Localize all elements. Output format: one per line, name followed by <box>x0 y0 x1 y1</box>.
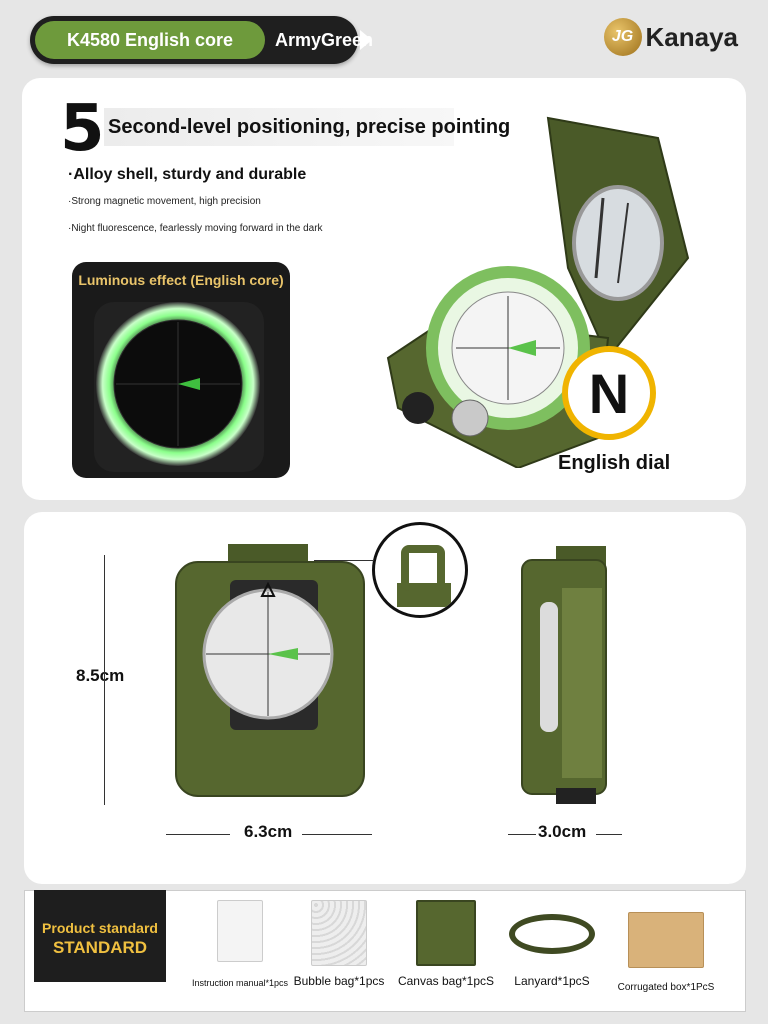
package-item-label: Instruction manual*1pcs <box>192 978 289 988</box>
compass-side-photo <box>521 546 607 804</box>
height-measure-line <box>104 555 105 805</box>
height-dimension: 8.5cm <box>76 666 125 685</box>
package-item: Corrugated box*1PcS <box>612 900 720 993</box>
dial-caption: English dial <box>558 452 671 474</box>
width-dimension: 6.3cm <box>244 822 293 841</box>
feature-number: 5 <box>60 92 105 166</box>
package-item-label: Corrugated box*1PcS <box>617 982 715 993</box>
luminous-photo: Luminous effect (English core) <box>72 262 290 478</box>
depth-dimension: 3.0cm <box>538 822 587 841</box>
brand-mark-icon: JG <box>603 18 642 56</box>
width-measure-line <box>302 834 372 835</box>
package-item: Lanyard*1pcS <box>504 900 600 988</box>
compass-open-photo <box>386 116 690 468</box>
depth-measure-line <box>596 834 622 835</box>
luminous-caption: Luminous effect (English core) <box>78 272 284 288</box>
depth-measure-line <box>508 834 536 835</box>
compass-front-photo <box>175 544 365 797</box>
feature-card: 5 Second-level positioning, precise poin… <box>22 78 746 500</box>
package-item-label: Canvas bag*1pcS <box>397 974 495 988</box>
package-item: Bubble bag*1pcs <box>292 900 386 988</box>
product-variant-selector[interactable]: K4580 English core ArmyGreen <box>30 16 373 64</box>
product-standard-badge: Product standard STANDARD <box>34 890 166 982</box>
glowing-dial-icon <box>94 302 264 472</box>
dial-letter-badge: N <box>562 346 656 440</box>
brand-logo: JG Kanaya <box>603 18 739 56</box>
hinge-icon <box>397 545 451 607</box>
standard-line1: Product standard <box>42 920 158 936</box>
feature-bullet: ·Night fluorescence, fearlessly moving f… <box>68 223 323 234</box>
feature-bullet: ·Strong magnetic movement, high precisio… <box>68 196 261 207</box>
hinge-detail-callout <box>372 522 468 618</box>
corrugated-box-icon <box>628 912 704 968</box>
lanyard-icon <box>509 914 595 954</box>
bubble-bag-icon <box>311 900 367 966</box>
headline-bar <box>104 108 454 146</box>
callout-line <box>314 560 374 561</box>
feature-bullet: ·Alloy shell, sturdy and durable <box>68 166 307 183</box>
standard-line2: STANDARD <box>52 938 148 957</box>
feature-headline: Second-level positioning, precise pointi… <box>108 116 511 138</box>
play-arrow-icon <box>360 30 372 50</box>
package-item-label: Lanyard*1pcS <box>514 974 590 988</box>
manual-icon <box>217 900 263 962</box>
brand-name: Kanaya <box>645 21 739 52</box>
dimensions-card: 8.5cm 6.3cm 3.0cm <box>24 512 746 884</box>
canvas-bag-icon <box>416 900 476 966</box>
dial-letter: N <box>588 361 630 425</box>
package-item: Instruction manual*1pcs <box>192 900 288 988</box>
model-label: K4580 English core <box>35 21 265 59</box>
package-item-label: Bubble bag*1pcs <box>293 974 385 988</box>
color-label: ArmyGreen <box>275 30 374 50</box>
package-item: Canvas bag*1pcS <box>396 900 496 988</box>
width-measure-line <box>166 834 230 835</box>
